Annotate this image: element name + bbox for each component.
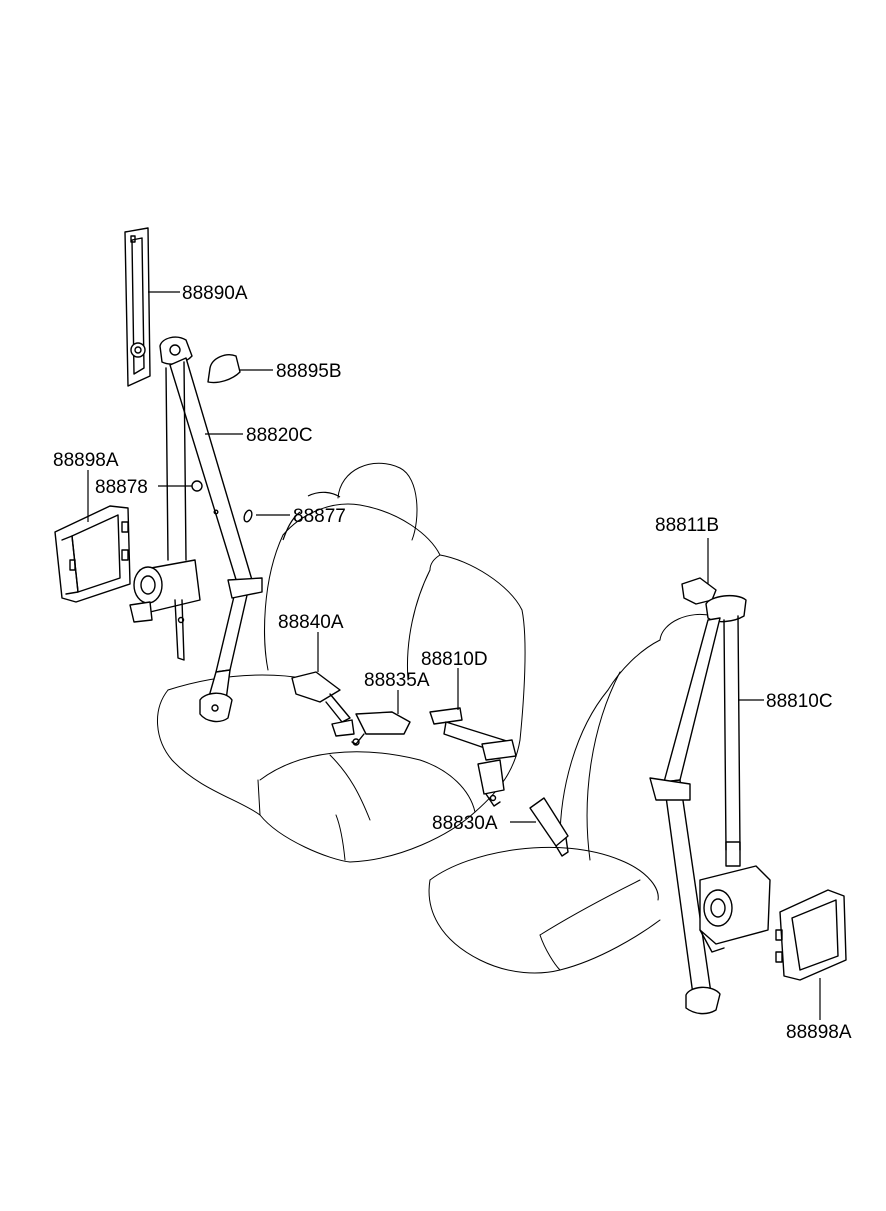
part-labels: 88890A 88895B 88820C 88898A 88878 88877 … xyxy=(53,283,852,1043)
lap-belt-88810D xyxy=(429,707,517,807)
label-88898A-left: 88898A xyxy=(53,450,119,471)
label-88810C: 88810C xyxy=(766,691,833,712)
label-88820C: 88820C xyxy=(246,425,313,446)
label-88830A: 88830A xyxy=(432,813,498,834)
belt-assembly-88820C xyxy=(129,336,263,723)
label-88878: 88878 xyxy=(95,477,148,498)
label-88898A-right: 88898A xyxy=(786,1022,852,1043)
clip-88877 xyxy=(243,509,253,523)
label-88895B: 88895B xyxy=(276,361,342,382)
buckle-88830A xyxy=(529,797,569,857)
label-88890A: 88890A xyxy=(182,283,248,304)
front-seat-illustration xyxy=(428,614,713,974)
label-88810D: 88810D xyxy=(421,649,488,670)
label-88835A: 88835A xyxy=(364,670,430,691)
cover-88898A-left xyxy=(54,505,131,603)
cap-88895B xyxy=(207,354,241,384)
leader-lines xyxy=(87,291,821,1020)
buckle-88840A xyxy=(291,671,355,737)
plug-88878 xyxy=(191,480,203,492)
label-88877: 88877 xyxy=(293,506,346,527)
rear-seat-illustration xyxy=(157,462,526,863)
label-88811B: 88811B xyxy=(655,515,719,536)
belt-assembly-88810C xyxy=(649,594,771,1015)
label-88840A: 88840A xyxy=(278,612,344,633)
cover-88898A-right xyxy=(775,889,847,981)
pillar-trim-88890A xyxy=(124,227,151,387)
buckle-88835A xyxy=(351,711,411,746)
